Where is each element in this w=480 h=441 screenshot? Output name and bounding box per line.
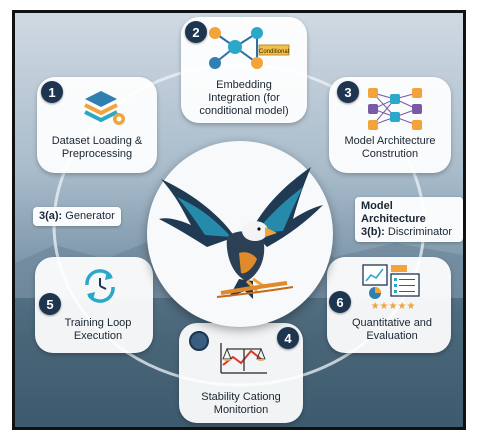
- step-label-3-line2: Constrution: [361, 148, 419, 160]
- generator-tag-text: Generator: [65, 210, 115, 222]
- step-number-2: 2: [185, 21, 207, 43]
- step-card-1[interactable]: 1 Dataset Loading & Preprocessing: [37, 77, 157, 173]
- step-label-3-line1: Model Architecture: [344, 135, 436, 147]
- discriminator-tag-line1: Model Architecture: [361, 200, 426, 225]
- center-circle: [147, 141, 333, 327]
- step-number-6: 6: [329, 291, 351, 313]
- refresh-clock-icon: [85, 269, 115, 303]
- svg-text:★★★★★: ★★★★★: [371, 301, 416, 311]
- network-graph-icon: Conditional: [209, 27, 290, 69]
- balance-scale-chart-icon: [189, 331, 267, 374]
- step-number-1: 1: [41, 81, 63, 103]
- step-label-6: Quantitative and Evaluation: [333, 317, 451, 343]
- step-label-6-line1: Quantitative and: [351, 317, 433, 329]
- step-number-3: 3: [337, 81, 359, 103]
- step-number-4: 4: [277, 327, 299, 349]
- step-label-2-line3: conditional model): [199, 105, 289, 117]
- step-label-4: Stability Cationg Monitortion: [179, 391, 303, 417]
- step-number-5: 5: [39, 293, 61, 315]
- step-label-1: Dataset Loading & Preprocessing: [37, 135, 157, 161]
- step-card-5[interactable]: 5 Training Loop Execution: [35, 257, 153, 353]
- step-card-6[interactable]: 6 ★★★★★ Quantitative and Evaluation: [327, 257, 451, 353]
- step-label-2: Embedding Integration (for conditional m…: [181, 79, 307, 118]
- step-card-4[interactable]: 4 Stability Cationg Monitortion: [179, 323, 303, 423]
- step-label-5-line2: Execution: [73, 330, 123, 342]
- diagram-frame: 1 Dataset Loading & Preprocessing 2: [12, 10, 466, 430]
- discriminator-tag[interactable]: Model Architecture 3(b): Discriminator: [355, 197, 463, 242]
- step-label-2-line1: Embedding: [216, 79, 272, 91]
- step-label-2-line2: Integration (for: [208, 92, 280, 104]
- discriminator-tag-text: Discriminator: [387, 226, 453, 238]
- generator-tag-prefix: 3(a):: [39, 210, 63, 222]
- dataset-gear-icon: [84, 91, 125, 125]
- step-label-4-line1: Stability Cationg: [201, 391, 281, 403]
- step-card-2[interactable]: 2 Conditional Embedding Integration (for…: [181, 17, 307, 123]
- step-label-3: Model Architecture Constrution: [329, 135, 451, 161]
- eagle-icon: [159, 167, 323, 299]
- generator-tag[interactable]: 3(a): Generator: [33, 207, 121, 226]
- conditional-tag-text: Conditional: [259, 49, 289, 55]
- step-label-5: Training Loop Execution: [43, 317, 153, 343]
- step-label-1-line1: Dataset Loading &: [51, 135, 143, 147]
- step-label-6-line2: Evaluation: [366, 330, 418, 342]
- step-card-3[interactable]: 3 Model Architecture Constrution: [329, 77, 451, 173]
- discriminator-tag-prefix: 3(b):: [361, 226, 385, 238]
- step-label-1-line2: Preprocessing: [61, 148, 133, 160]
- step-label-5-line1: Training Loop: [64, 317, 132, 329]
- neural-network-icon: [368, 88, 422, 130]
- step-label-4-line2: Monitortion: [213, 404, 269, 416]
- dashboard-rating-icon: ★★★★★: [362, 264, 420, 311]
